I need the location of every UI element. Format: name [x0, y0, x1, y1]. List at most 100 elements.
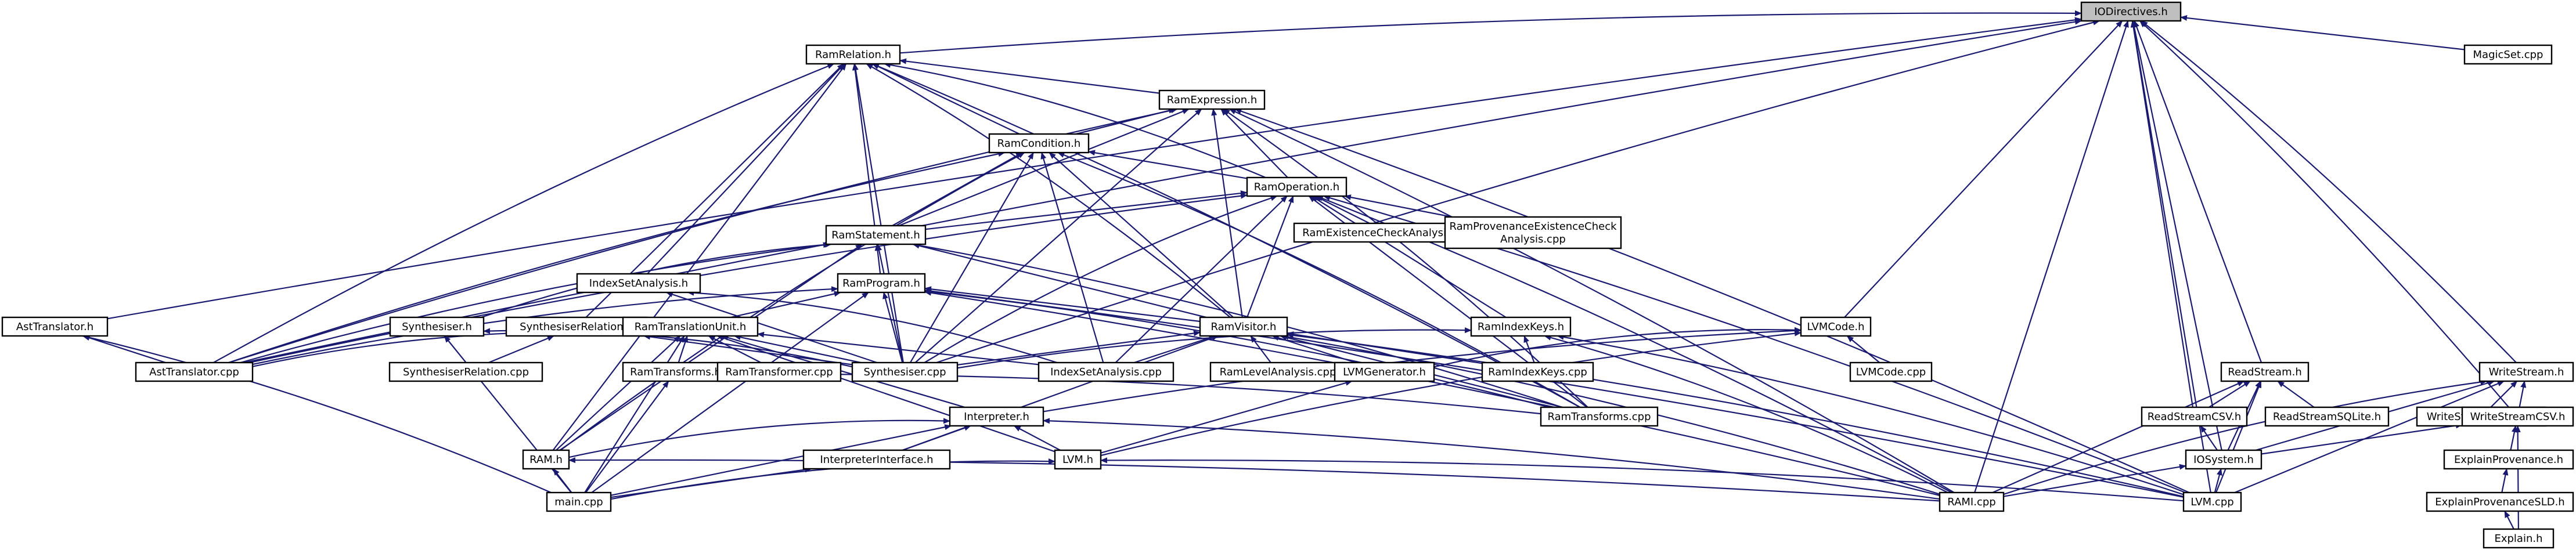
- node-box[interactable]: [2141, 406, 2248, 427]
- node-label: main.cpp: [554, 496, 603, 508]
- node-box[interactable]: [546, 491, 612, 512]
- node-ram-h[interactable]: RAM.h: [522, 449, 570, 470]
- node-asttranslator-cpp[interactable]: AstTranslator.cpp: [135, 361, 254, 382]
- node-box[interactable]: [1054, 449, 1102, 470]
- node-writestream-h[interactable]: WriteStream.h: [2478, 361, 2574, 382]
- node-box[interactable]: [805, 44, 901, 65]
- node-ramindexkeys-cpp[interactable]: RamIndexKeys.cpp: [1481, 361, 1594, 382]
- node-main-cpp[interactable]: main.cpp: [546, 491, 612, 512]
- node-box[interactable]: [2478, 361, 2574, 382]
- edge-synthesiser-cpp-to-ramoperation-h: [924, 195, 1278, 363]
- node-box[interactable]: [2185, 449, 2262, 470]
- node-box[interactable]: [837, 273, 926, 294]
- node-ramtranslationunit-h[interactable]: RamTranslationUnit.h: [622, 316, 759, 337]
- node-label: AstTranslator.h: [16, 321, 93, 333]
- node-iosystem-h[interactable]: IOSystem.h: [2185, 449, 2262, 470]
- node-box[interactable]: [851, 361, 959, 382]
- node-readstreamsqlite-h[interactable]: ReadStreamSQLite.h: [2264, 406, 2390, 427]
- node-box[interactable]: [135, 361, 254, 382]
- node-label: ExplainProvenanceSLD.h: [2435, 496, 2564, 508]
- node-box[interactable]: [2463, 44, 2553, 65]
- node-readstreamcsv-h[interactable]: ReadStreamCSV.h: [2141, 406, 2248, 427]
- node-box[interactable]: [576, 273, 701, 294]
- node-lvmgenerator-h[interactable]: LVMGenerator.h: [1334, 361, 1435, 382]
- edge-asttranslator-cpp-to-ramrelation-h: [213, 63, 835, 363]
- node-asttranslator-h[interactable]: AstTranslator.h: [1, 316, 109, 337]
- node-box[interactable]: [1470, 316, 1572, 337]
- node-box[interactable]: [2461, 406, 2574, 427]
- node-box[interactable]: [1158, 89, 1266, 110]
- node-lvmcode-cpp[interactable]: LVMCode.cpp: [1849, 361, 1933, 382]
- node-ramtransforms-cpp[interactable]: RamTransforms.cpp: [1540, 406, 1659, 427]
- node-synthesiserrelation-cpp[interactable]: SynthesiserRelation.cpp: [388, 361, 543, 382]
- node-box[interactable]: [2426, 491, 2574, 512]
- node-box[interactable]: [388, 361, 543, 382]
- node-box[interactable]: [716, 361, 842, 382]
- node-ramrelation-h[interactable]: RamRelation.h: [805, 44, 901, 65]
- node-synthesiser-cpp[interactable]: Synthesiser.cpp: [851, 361, 959, 382]
- node-ramstatement-h[interactable]: RamStatement.h: [825, 225, 927, 245]
- node-rami-cpp[interactable]: RAMI.cpp: [1939, 491, 2005, 512]
- node-box[interactable]: [622, 361, 729, 382]
- node-box[interactable]: [1334, 361, 1435, 382]
- node-ramtransformer-cpp[interactable]: RamTransformer.cpp: [716, 361, 842, 382]
- node-explainprovenance-h[interactable]: ExplainProvenance.h: [2443, 449, 2574, 470]
- node-box[interactable]: [389, 316, 485, 337]
- edge-lvmgenerator-h-to-lvmcode-h: [1433, 327, 1802, 368]
- node-box[interactable]: [1444, 216, 1622, 249]
- node-box[interactable]: [1800, 316, 1872, 337]
- node-iodirectives-h[interactable]: IODirectives.h: [2080, 1, 2182, 22]
- node-box[interactable]: [1, 316, 109, 337]
- node-readstream-h[interactable]: ReadStream.h: [2220, 361, 2310, 382]
- node-interpreterinterface-h[interactable]: InterpreterInterface.h: [802, 449, 951, 470]
- node-box[interactable]: [2443, 449, 2574, 470]
- node-box[interactable]: [622, 316, 759, 337]
- node-lvmcode-h[interactable]: LVMCode.h: [1800, 316, 1872, 337]
- edge-explainprovenancesld-h-to-explainprovenance-h: [2501, 468, 2509, 493]
- node-label: ReadStreamCSV.h: [2148, 411, 2241, 423]
- node-ramoperation-h[interactable]: RamOperation.h: [1246, 176, 1348, 197]
- edge-synthesiserrelation-cpp-to-synthesiserrelation-h: [488, 335, 554, 364]
- node-box[interactable]: [2264, 406, 2390, 427]
- node-label: Interpreter.h: [964, 411, 1029, 423]
- node-box[interactable]: [2220, 361, 2310, 382]
- node-box[interactable]: [949, 406, 1044, 427]
- node-ramcondition-h[interactable]: RamCondition.h: [988, 133, 1090, 154]
- node-box[interactable]: [1199, 316, 1288, 337]
- node-synthesiser-h[interactable]: Synthesiser.h: [389, 316, 485, 337]
- node-box[interactable]: [1939, 491, 2005, 512]
- node-explain-h[interactable]: Explain.h: [2483, 528, 2555, 549]
- node-box[interactable]: [988, 133, 1090, 154]
- node-indexsetanalysis-h[interactable]: IndexSetAnalysis.h: [576, 273, 701, 294]
- node-box[interactable]: [1540, 406, 1659, 427]
- edge-asttranslator-h-to-iodirectives-h: [107, 17, 2082, 320]
- node-box[interactable]: [825, 225, 927, 245]
- node-box[interactable]: [802, 449, 951, 470]
- node-box[interactable]: [522, 449, 570, 470]
- node-label: RamLevelAnalysis.cpp: [1220, 366, 1336, 378]
- node-box[interactable]: [2080, 1, 2182, 22]
- node-box[interactable]: [1209, 361, 1346, 382]
- node-ramindexkeys-h[interactable]: RamIndexKeys.h: [1470, 316, 1572, 337]
- node-ramtransforms-h[interactable]: RamTransforms.h: [622, 361, 729, 382]
- node-ramvisitor-h[interactable]: RamVisitor.h: [1199, 316, 1288, 337]
- node-lvm-cpp[interactable]: LVM.cpp: [2182, 491, 2242, 512]
- node-box[interactable]: [1037, 361, 1174, 382]
- node-writestreamcsv-h[interactable]: WriteStreamCSV.h: [2461, 406, 2574, 427]
- node-interpreter-h[interactable]: Interpreter.h: [949, 406, 1044, 427]
- edge-main-cpp-to-asttranslator-h: [82, 334, 552, 494]
- node-box[interactable]: [1246, 176, 1348, 197]
- edge-asttranslator-cpp-to-ramstatement-h: [240, 242, 830, 364]
- node-ramprogram-h[interactable]: RamProgram.h: [837, 273, 926, 294]
- node-ramlevelanalysis-cpp[interactable]: RamLevelAnalysis.cpp: [1209, 361, 1346, 382]
- node-lvm-h[interactable]: LVM.h: [1054, 449, 1102, 470]
- node-indexsetanalysis-cpp[interactable]: IndexSetAnalysis.cpp: [1037, 361, 1174, 382]
- node-box[interactable]: [2182, 491, 2242, 512]
- node-box[interactable]: [1481, 361, 1594, 382]
- node-magicset-cpp[interactable]: MagicSet.cpp: [2463, 44, 2553, 65]
- node-explainprovenancesld-h[interactable]: ExplainProvenanceSLD.h: [2426, 491, 2574, 512]
- node-ramexpression-h[interactable]: RamExpression.h: [1158, 89, 1266, 110]
- node-box[interactable]: [1849, 361, 1933, 382]
- node-box[interactable]: [2483, 528, 2555, 549]
